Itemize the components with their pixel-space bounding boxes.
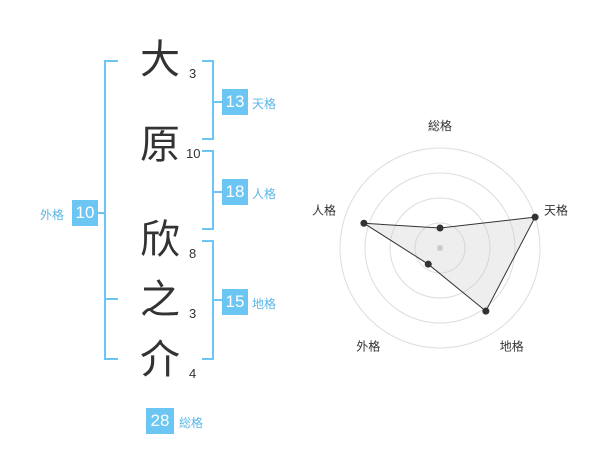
jinkaku-bracket-vertical xyxy=(212,150,214,230)
tenkaku-bracket-tick xyxy=(212,101,222,103)
radar-ring-3 xyxy=(364,172,516,324)
stroke-count-4: 3 xyxy=(189,306,197,321)
soukaku-value-badge: 28 xyxy=(146,408,174,434)
stroke-count-2: 10 xyxy=(186,146,201,161)
radar-point-4 xyxy=(360,219,368,227)
radar-point-2 xyxy=(482,307,490,315)
radar-axis-label-4: 人格 xyxy=(312,202,336,217)
jinkaku-bracket-tick xyxy=(212,191,222,193)
gaikaku-bracket-mid xyxy=(104,298,118,300)
chikaku-label: 地格 xyxy=(252,297,277,311)
jinkaku-value-badge: 18 xyxy=(222,179,248,205)
radar-center-dot xyxy=(437,245,443,251)
gaikaku-label: 外格 xyxy=(40,208,65,222)
tenkaku-value-badge: 13 xyxy=(222,89,248,115)
name-char-4: 之 xyxy=(140,277,180,323)
tenkaku-bracket-bottom xyxy=(202,138,214,140)
jinkaku-label: 人格 xyxy=(252,187,277,201)
radar-axis-label-3: 外格 xyxy=(356,339,380,354)
gaikaku-bracket-vertical xyxy=(104,60,106,360)
radar-axis-label-0: 総格 xyxy=(428,118,452,133)
radar-ring-2 xyxy=(389,197,491,299)
radar-point-0 xyxy=(436,224,444,232)
tenkaku-bracket-vertical xyxy=(212,60,214,140)
chikaku-bracket-top xyxy=(202,240,214,242)
radar-axis-label-1: 天格 xyxy=(544,202,568,217)
jinkaku-bracket-bottom xyxy=(202,228,214,230)
radar-axis-label-2: 地格 xyxy=(500,339,524,354)
stroke-count-5: 4 xyxy=(189,366,197,381)
radar-ring-1 xyxy=(414,222,466,274)
tenkaku-bracket-top xyxy=(202,60,214,62)
gaikaku-bracket-bottom xyxy=(104,358,118,360)
gaikaku-value-badge: 10 xyxy=(72,200,98,226)
name-char-3: 欣 xyxy=(140,217,180,263)
stroke-count-3: 8 xyxy=(189,246,197,261)
gaikaku-bracket-top xyxy=(104,60,118,62)
tenkaku-label: 天格 xyxy=(252,97,277,111)
soukaku-label: 総格 xyxy=(179,416,204,430)
radar-point-3 xyxy=(424,260,432,268)
radar-chart: 総格天格地格 外格 人格 xyxy=(300,110,590,370)
radar-series-polygon xyxy=(363,216,536,312)
chikaku-value-badge: 15 xyxy=(222,289,248,315)
radar-point-1 xyxy=(531,213,539,221)
name-char-1: 大 xyxy=(140,37,180,83)
name-char-2: 原 xyxy=(140,122,180,168)
stroke-count-1: 3 xyxy=(189,66,197,81)
chikaku-bracket-tick xyxy=(212,299,222,301)
gaikaku-bracket-tick xyxy=(98,212,106,214)
radar-ring-4 xyxy=(339,147,541,349)
name-char-5: 介 xyxy=(140,337,180,383)
jinkaku-bracket-top xyxy=(202,150,214,152)
chikaku-bracket-bottom xyxy=(202,358,214,360)
